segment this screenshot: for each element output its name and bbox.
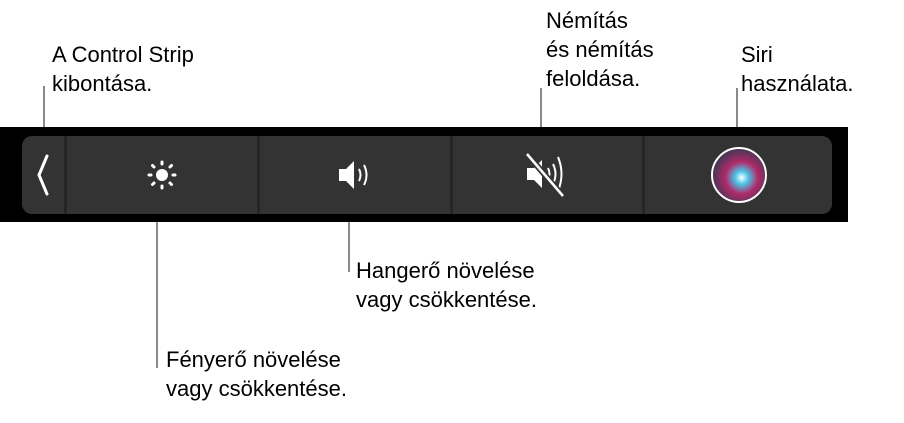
siri-icon — [710, 147, 767, 203]
chevron-left-icon — [37, 154, 49, 196]
mute-button[interactable] — [453, 136, 645, 214]
callout-text: Némítás — [546, 8, 628, 33]
volume-button[interactable] — [260, 136, 453, 214]
callout-text: kibontása. — [52, 71, 153, 96]
expand-button[interactable] — [22, 136, 67, 214]
volume-icon — [339, 161, 368, 189]
callout-text: feloldása. — [546, 66, 641, 91]
callout-brightness: Fényerő növelése vagy csökkentése. — [166, 345, 347, 403]
callout-line — [736, 88, 738, 134]
brightness-icon — [147, 160, 177, 190]
callout-siri: Siri használata. — [741, 40, 854, 98]
siri-button[interactable] — [645, 136, 832, 214]
callout-text: Fényerő növelése — [166, 347, 341, 372]
control-strip-panel — [22, 136, 832, 214]
brightness-button[interactable] — [67, 136, 260, 214]
callout-line — [348, 222, 350, 272]
callout-volume: Hangerő növelése vagy csökkentése. — [356, 256, 537, 314]
callout-line — [540, 88, 542, 134]
callout-text: vagy csökkentése. — [166, 376, 347, 401]
callout-text: használata. — [741, 71, 854, 96]
callout-line — [43, 86, 45, 134]
control-strip — [0, 127, 848, 222]
callout-text: Siri — [741, 42, 773, 67]
callout-expand: A Control Strip kibontása. — [52, 40, 194, 98]
callout-text: A Control Strip — [52, 42, 194, 67]
callout-text: és némítás — [546, 37, 654, 62]
mute-icon — [524, 152, 565, 198]
callout-text: vagy csökkentése. — [356, 287, 537, 312]
callout-line — [156, 222, 158, 368]
callout-mute: Némítás és némítás feloldása. — [546, 6, 654, 93]
callout-text: Hangerő növelése — [356, 258, 535, 283]
